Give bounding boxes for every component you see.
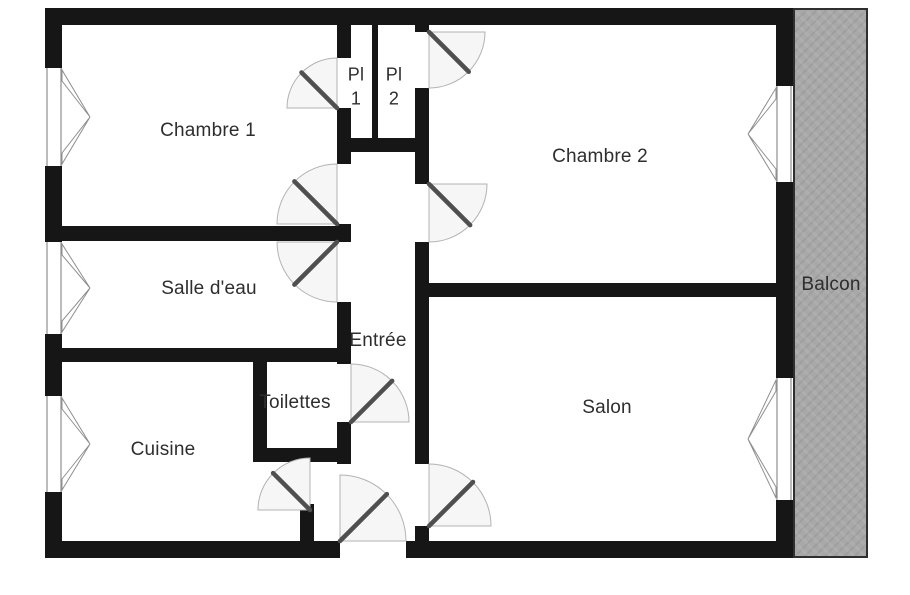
outer-wall-left-segment-3 — [45, 334, 62, 396]
door-arc-entrance — [340, 475, 406, 541]
wall-corridor-left-d — [337, 302, 351, 364]
wall-corridor-left-c — [337, 224, 351, 242]
window-symbol-salledeau — [46, 242, 91, 334]
window-symbol-chambre2 — [747, 86, 792, 182]
wall-entry-stub — [300, 504, 314, 541]
wall-toilettes-west — [253, 348, 267, 462]
room-label-balcon: Balcon — [801, 274, 861, 295]
door-arc-pl2 — [429, 32, 485, 88]
outer-wall-right-segment-1 — [776, 8, 793, 86]
outer-wall-bottom-right — [406, 541, 793, 558]
door-arc-toilettes — [351, 364, 409, 422]
wall-corridor-right-b — [415, 88, 429, 184]
door-arc-pl1 — [287, 58, 337, 108]
room-label-entree: Entrée — [349, 330, 407, 351]
wall-corridor-right-d — [415, 526, 429, 541]
room-label-pl2: Pl 2 — [385, 64, 403, 109]
door-arc-chambre1 — [277, 164, 337, 224]
outer-wall-bottom-left — [45, 541, 340, 558]
window-symbol-salon — [747, 378, 792, 500]
room-label-chambre2: Chambre 2 — [552, 146, 648, 167]
wall-salledeau-cuisine — [62, 348, 351, 362]
wall-chambre1-salledeau — [62, 226, 351, 241]
wall-closets-south — [337, 138, 429, 152]
wall-corridor-left-a — [337, 24, 351, 58]
wall-toilettes-south — [253, 448, 351, 462]
wall-pl-divider — [372, 24, 378, 138]
outer-wall-left-segment-2 — [45, 166, 62, 242]
outer-wall-left-segment-1 — [45, 8, 62, 68]
outer-wall-top — [45, 8, 793, 25]
window-symbol-chambre1 — [46, 68, 91, 166]
wall-corridor-left-b — [337, 108, 351, 164]
outer-wall-right-segment-3 — [776, 500, 793, 558]
wall-corridor-left-e — [337, 422, 351, 464]
door-arc-salon — [429, 464, 491, 526]
balcony-area — [793, 8, 868, 558]
window-symbol-cuisine — [46, 396, 91, 492]
outer-wall-right-segment-2 — [776, 182, 793, 378]
door-arc-salledeau — [277, 242, 337, 302]
room-label-pl1: Pl 1 — [347, 64, 365, 109]
wall-corridor-right-c — [415, 242, 429, 464]
room-label-toilettes: Toilettes — [259, 392, 331, 413]
room-label-cuisine: Cuisine — [130, 439, 196, 460]
door-arc-cuisine — [258, 458, 310, 510]
room-label-chambre1: Chambre 1 — [160, 120, 256, 141]
wall-chambre2-salon — [429, 283, 776, 297]
door-arc-chambre2 — [429, 184, 487, 242]
room-label-salon: Salon — [582, 397, 632, 418]
outer-wall-left-segment-4 — [45, 492, 62, 558]
room-label-salledeau: Salle d'eau — [161, 278, 257, 299]
wall-corridor-right-a — [415, 24, 429, 32]
